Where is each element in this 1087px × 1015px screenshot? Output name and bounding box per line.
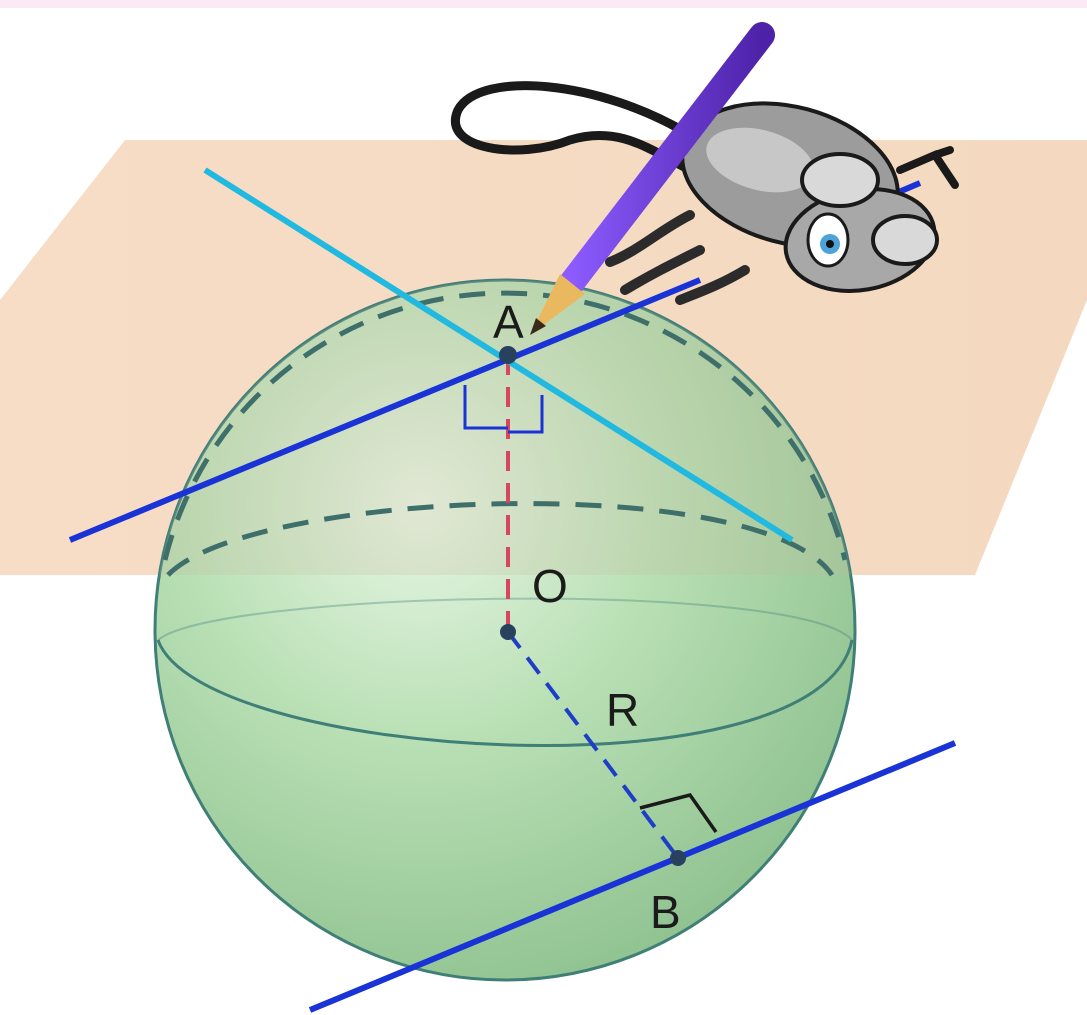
top-band: [0, 0, 1087, 8]
label-O: O: [532, 560, 568, 612]
equator: [156, 639, 854, 747]
tangent-line-light-A: [203, 167, 794, 543]
label-R: R: [606, 684, 639, 736]
right-angle-mark-icon: [508, 395, 544, 434]
tangent-line-A: [68, 277, 702, 543]
point-B: [670, 850, 686, 866]
point-O: [500, 624, 516, 640]
small-circle-back: [166, 501, 835, 577]
point-A: [499, 346, 517, 364]
label-A: A: [493, 296, 524, 348]
right-angle-mark-icon: [639, 793, 718, 834]
radius-OB: [506, 630, 680, 860]
sphere-upper-overlay: [155, 280, 855, 575]
right-angle-mark-icon: [463, 385, 508, 430]
sphere-hidden-outline: [162, 290, 848, 561]
tangent-line-B: [308, 740, 957, 1013]
label-B: B: [650, 886, 681, 938]
mouse-with-pencil-illustration: [451, 22, 959, 335]
